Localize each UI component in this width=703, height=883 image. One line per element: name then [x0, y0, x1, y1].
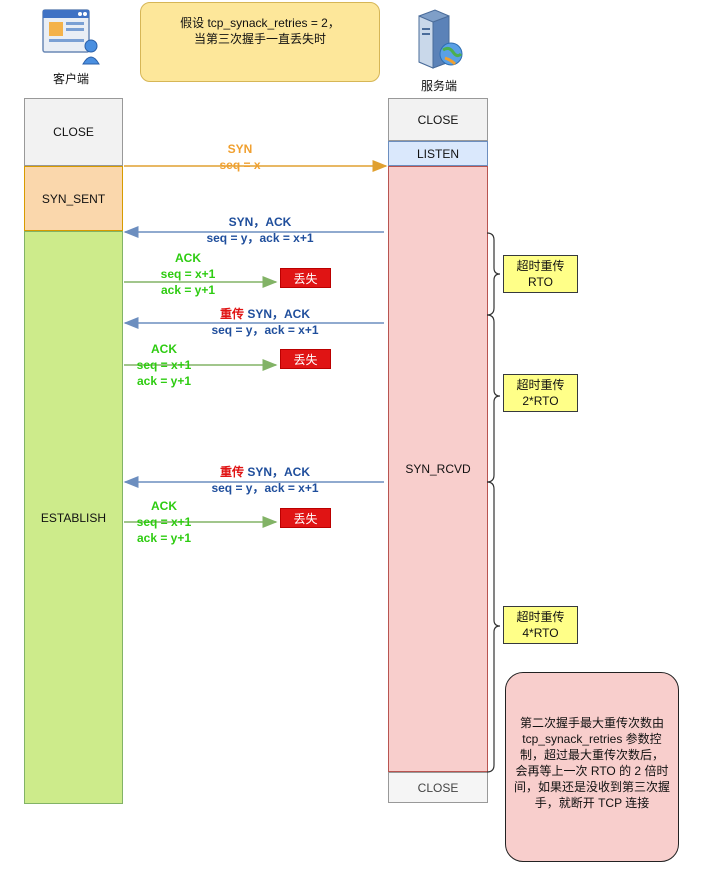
- assumption-line-2: 当第三次握手一直丢失时: [193, 32, 326, 46]
- timeout-1-line1: 超时重传: [516, 259, 565, 273]
- client-state-close: CLOSE: [24, 98, 123, 166]
- timeout-brace-1: [486, 232, 501, 316]
- ack-label-2: ACK seq = x+1 ack = y+1: [124, 341, 204, 389]
- assumption-note: 假设 tcp_synack_retries = 2， 当第三次握手一直丢失时: [140, 2, 380, 82]
- synack-label-3: 重传 SYN，ACK seq = y，ack = x+1: [180, 464, 350, 496]
- client-computer-icon: [40, 6, 102, 66]
- synack-3-seq: seq = y，ack = x+1: [211, 481, 319, 495]
- server-state-syn-rcvd: SYN_RCVD: [388, 166, 488, 772]
- ack-2-ack: ack = y+1: [136, 374, 192, 388]
- synack-label-1: SYN，ACK seq = y，ack = x+1: [180, 214, 340, 246]
- server-label: 服务端: [420, 79, 457, 93]
- synack-1-name: SYN，ACK: [228, 215, 292, 229]
- timeout-3-line1: 超时重传: [516, 610, 565, 624]
- timeout-2-line2: 2*RTO: [522, 394, 559, 408]
- client-state-syn-sent: SYN_SENT: [24, 166, 123, 231]
- note-line-2: tcp_synack_retries 参数控: [522, 732, 662, 746]
- synack-2-name: SYN，ACK: [244, 307, 311, 321]
- ack-2-seq: seq = x+1: [136, 358, 192, 372]
- ack-1-name: ACK: [175, 251, 201, 265]
- synack-3-prefix: 重传: [219, 465, 244, 479]
- ack-3-name: ACK: [151, 499, 177, 513]
- synack-2-seq: seq = y，ack = x+1: [211, 323, 319, 337]
- note-line-4: 会再等上一次 RTO 的 2 倍时: [515, 764, 669, 778]
- assumption-line-1: 假设 tcp_synack_retries = 2，: [180, 16, 340, 30]
- ack-1-seq: seq = x+1: [160, 267, 216, 281]
- ack-2-name: ACK: [151, 342, 177, 356]
- timeout-brace-3: [486, 481, 501, 773]
- timeout-brace-2: [486, 314, 501, 483]
- server-state-listen: LISTEN: [388, 141, 488, 166]
- note-line-1: 第二次握手最大重传次数由: [519, 716, 664, 730]
- timeout-box-3: 超时重传 4*RTO: [503, 606, 578, 644]
- lost-badge-1: 丢失: [280, 268, 331, 288]
- syn-label: SYN seq = x: [200, 141, 280, 173]
- syn-name: SYN: [227, 142, 253, 156]
- synack-1-seq: seq = y，ack = x+1: [206, 231, 314, 245]
- syn-seq: seq = x: [219, 158, 261, 172]
- synack-3-name: SYN，ACK: [244, 465, 311, 479]
- ack-1-ack: ack = y+1: [160, 283, 216, 297]
- timeout-1-line2: RTO: [528, 275, 553, 289]
- synack-label-2: 重传 SYN，ACK seq = y，ack = x+1: [180, 306, 350, 338]
- note-line-3: 制，超过最大重传次数后，: [519, 748, 664, 762]
- note-line-6: 手，就断开 TCP 连接: [534, 796, 650, 810]
- server-icon: [405, 8, 467, 70]
- client-state-establish: ESTABLISH: [24, 231, 123, 804]
- lost-badge-3: 丢失: [280, 508, 331, 528]
- ack-3-seq: seq = x+1: [136, 515, 192, 529]
- note-line-5: 间，如果还是没收到第三次握: [513, 780, 670, 794]
- ack-3-ack: ack = y+1: [136, 531, 192, 545]
- explanation-note: 第二次握手最大重传次数由 tcp_synack_retries 参数控 制，超过…: [505, 672, 679, 862]
- ack-label-1: ACK seq = x+1 ack = y+1: [148, 250, 228, 298]
- timeout-3-line2: 4*RTO: [522, 626, 559, 640]
- timeout-box-2: 超时重传 2*RTO: [503, 374, 578, 412]
- synack-2-prefix: 重传: [219, 307, 244, 321]
- timeout-2-line1: 超时重传: [516, 378, 565, 392]
- lost-badge-2: 丢失: [280, 349, 331, 369]
- client-label: 客户端: [52, 72, 89, 86]
- server-state-close-bottom: CLOSE: [388, 772, 488, 803]
- ack-label-3: ACK seq = x+1 ack = y+1: [124, 498, 204, 546]
- server-state-close-top: CLOSE: [388, 98, 488, 141]
- timeout-box-1: 超时重传 RTO: [503, 255, 578, 293]
